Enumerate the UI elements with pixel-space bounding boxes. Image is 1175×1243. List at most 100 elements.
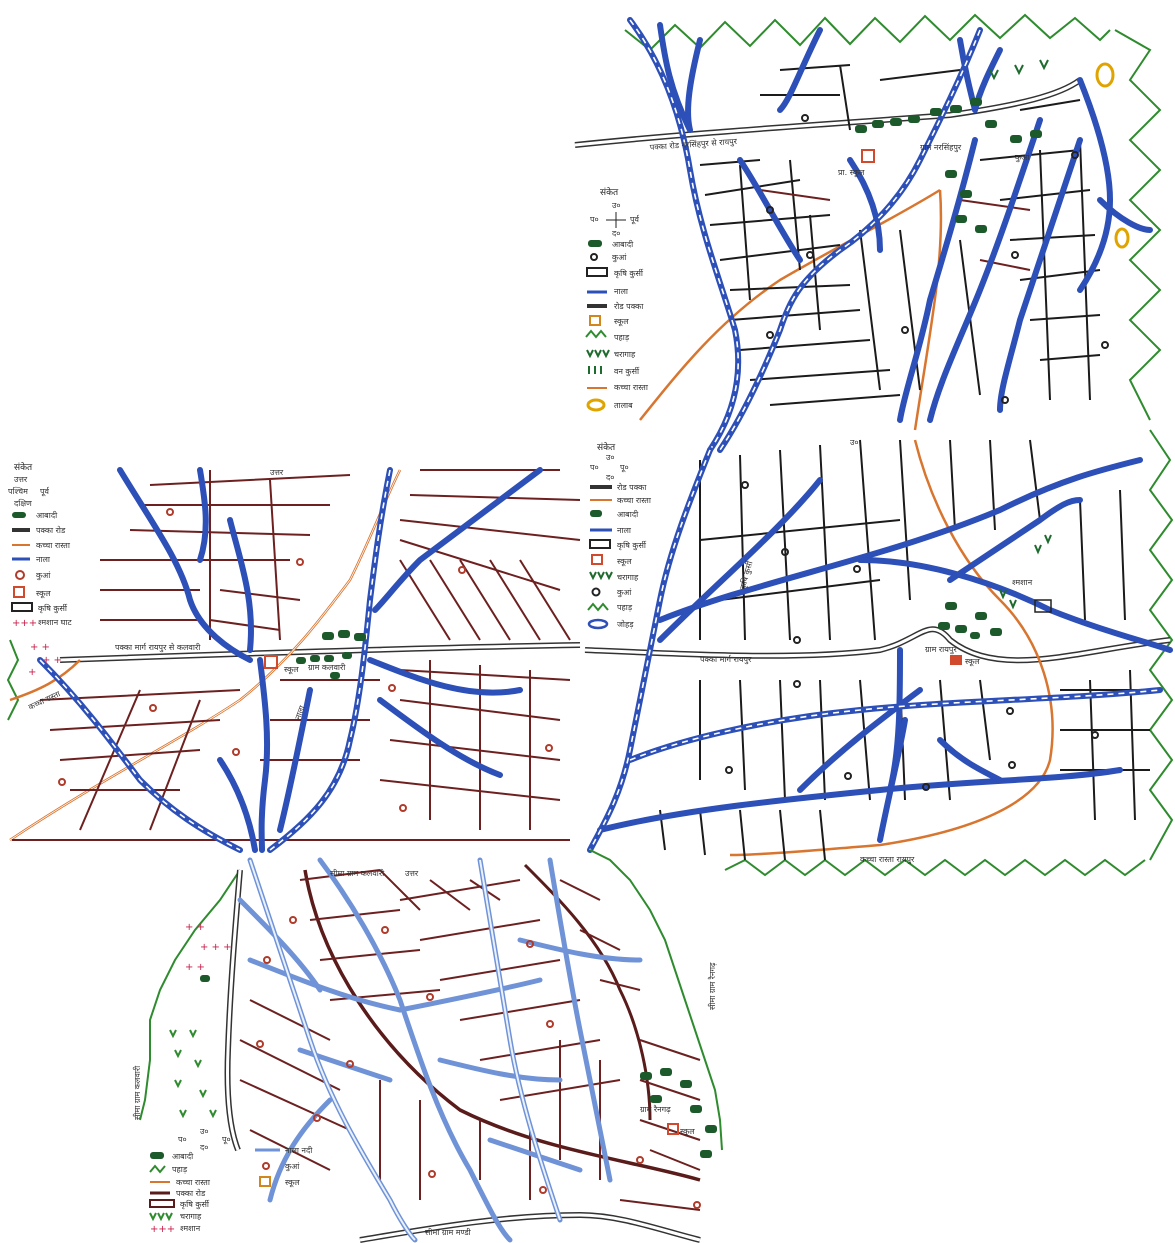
legend-item-label: कच्चा रास्ता — [614, 383, 649, 392]
hill-boundary-north — [624, 13, 1111, 52]
school-label-east: स्कूल — [965, 657, 980, 667]
compass-e: पूर्व — [630, 214, 640, 225]
pasture-icon — [586, 349, 610, 359]
village-label-east: ग्राम रायपुर — [925, 645, 957, 655]
north-label-east: उ० — [850, 438, 859, 447]
legend-item-label: श्मशान घाट — [38, 618, 72, 627]
well-icons-east — [725, 481, 1099, 791]
legend-item-label: कृषि कुर्सी — [38, 603, 68, 614]
hill-icon — [587, 602, 609, 612]
school-label-west: स्कूल — [284, 665, 299, 675]
hill-icon — [585, 329, 607, 339]
legend-item-label: कृषि कुर्सी — [617, 540, 647, 551]
settlement-cluster-south — [200, 975, 717, 1158]
svg-text:+ +: + + — [30, 642, 50, 653]
compass-w: प० — [178, 1135, 187, 1144]
cremation-label-east: श्मशान — [1012, 578, 1033, 587]
legend-item-label: नाला — [36, 555, 51, 564]
cremation-icon: +++ — [12, 618, 37, 629]
pasture-icon — [149, 1212, 173, 1222]
pond-icon — [587, 618, 609, 630]
legend-south: प० उ० पू० द० आबादी पहाड़ कच्चा रास्ता पक… — [149, 1127, 313, 1235]
pond-icon — [1114, 227, 1130, 249]
legend-item-label: कच्चा रास्ता — [36, 541, 71, 550]
legend-item-label: श्मशान — [180, 1224, 201, 1233]
pasture-icon-group-south — [169, 1029, 217, 1119]
legend-item-label: रोड पक्का — [614, 301, 644, 311]
legend-item-label: तालाब — [614, 401, 633, 410]
legend-item-label: चरागाह — [180, 1212, 202, 1221]
farm-pond-icon — [11, 602, 33, 612]
village-label-south: ग्राम रैनगढ़ — [640, 1104, 671, 1114]
farm-pond-icon — [586, 267, 608, 277]
compass-e: पूर्व — [40, 486, 50, 497]
well-icon — [591, 587, 601, 597]
road-label-west: पक्का मार्ग रायपुर से कलवारी — [115, 642, 201, 653]
boundary-bottom-label: सीमा ग्राम मण्डी — [425, 1227, 472, 1237]
school-icon — [264, 655, 278, 669]
svg-text:+ +: + + — [185, 962, 205, 973]
legend-item-label: आबादी — [172, 1151, 194, 1161]
settlement-cluster-west — [296, 630, 366, 679]
well-icon — [15, 570, 25, 580]
south-sheet-north: उत्तर — [405, 869, 419, 878]
legend-item-label: कुआं — [285, 1162, 300, 1172]
svg-text:+ +: + + — [185, 922, 205, 933]
road-label-east: पक्का मार्ग रायपुर — [700, 654, 752, 665]
pond-icon — [586, 398, 606, 412]
legend-item-label: नाला — [614, 287, 629, 296]
legend-title: संकेत — [597, 441, 616, 453]
legend-item-label: वन कुर्सी — [614, 366, 640, 377]
south-sheet-title: सीमा ग्राम कलवारी — [330, 868, 385, 878]
legend-item-label: पहाड़ — [614, 333, 630, 342]
well-icons-west — [58, 508, 553, 812]
sheet-north: पक्का रोड नरसिंहपुर से रायपुर प्रा. स्कू… — [574, 13, 1162, 453]
pond-icon — [1095, 62, 1115, 88]
school-icon — [950, 655, 962, 665]
school-icon — [667, 1123, 679, 1135]
legend-item-label: कृषि कुर्सी — [614, 268, 644, 279]
svg-text:+ + +: + + + — [200, 942, 232, 953]
sheet-west: + ++ ++ उत्तर पक्का मार्ग रायपुर से कलवा… — [6, 461, 581, 853]
legend-item-label: चरागाह — [614, 350, 636, 359]
legend-item-label: कुआं — [36, 571, 51, 581]
well-icons-south — [256, 916, 701, 1209]
legend-item-label: स्कूल — [617, 557, 632, 567]
legend-item-label: पहाड़ — [617, 603, 633, 612]
legend-item-label: रोड पक्का — [617, 482, 647, 492]
compass-n: उ० — [200, 1127, 209, 1136]
compass-s: दक्षिण — [14, 498, 32, 508]
cremation-icon-group: + + + + + — [28, 642, 62, 678]
settlement-icon — [590, 510, 602, 517]
hill-boundary-west — [6, 639, 20, 721]
compass-w: प० — [590, 463, 599, 472]
legend-item-label: चरागाह — [617, 573, 639, 582]
pasture-icon-group — [989, 59, 1049, 81]
legend-item-label: पक्का रोड — [36, 525, 66, 535]
svg-text:+: + — [28, 667, 36, 678]
legend-title: संकेत — [14, 461, 33, 473]
hill-boundary-south2 — [724, 858, 1146, 877]
svg-text:+ +: + + — [42, 655, 62, 666]
hill-boundary-south-west — [139, 869, 241, 1121]
legend-item-label: कुआं — [612, 253, 627, 263]
well-icons-north — [766, 114, 1109, 404]
pasture-icon-group-east — [999, 534, 1052, 610]
school-icon — [591, 554, 603, 565]
village-label-north: ग्राम नरसिंहपुर — [920, 142, 962, 153]
compass-e: पू० — [620, 463, 629, 473]
farm-pond-icon — [589, 539, 611, 549]
legend-item-label: नाला नदी — [285, 1145, 313, 1155]
settlement-icon — [150, 1152, 164, 1159]
compass-w: प० — [590, 215, 599, 224]
school-icon — [259, 1176, 271, 1187]
legend-title: संकेत — [600, 186, 619, 198]
farm-pond-icon — [1034, 599, 1052, 613]
legend-west: संकेत उत्तर पश्चिम पूर्व दक्षिण आबादी पक… — [8, 461, 72, 629]
east-border-label: सीमा ग्राम रैनगढ़ — [707, 962, 717, 1010]
hill-boundary-south-east — [589, 849, 723, 1151]
legend-item-label: नाला — [617, 526, 632, 535]
legend-north: संकेत उ० प० पूर्व द० आबादी कुआं कृषि कुर… — [585, 186, 649, 412]
settlement-cluster-north — [855, 98, 1042, 233]
